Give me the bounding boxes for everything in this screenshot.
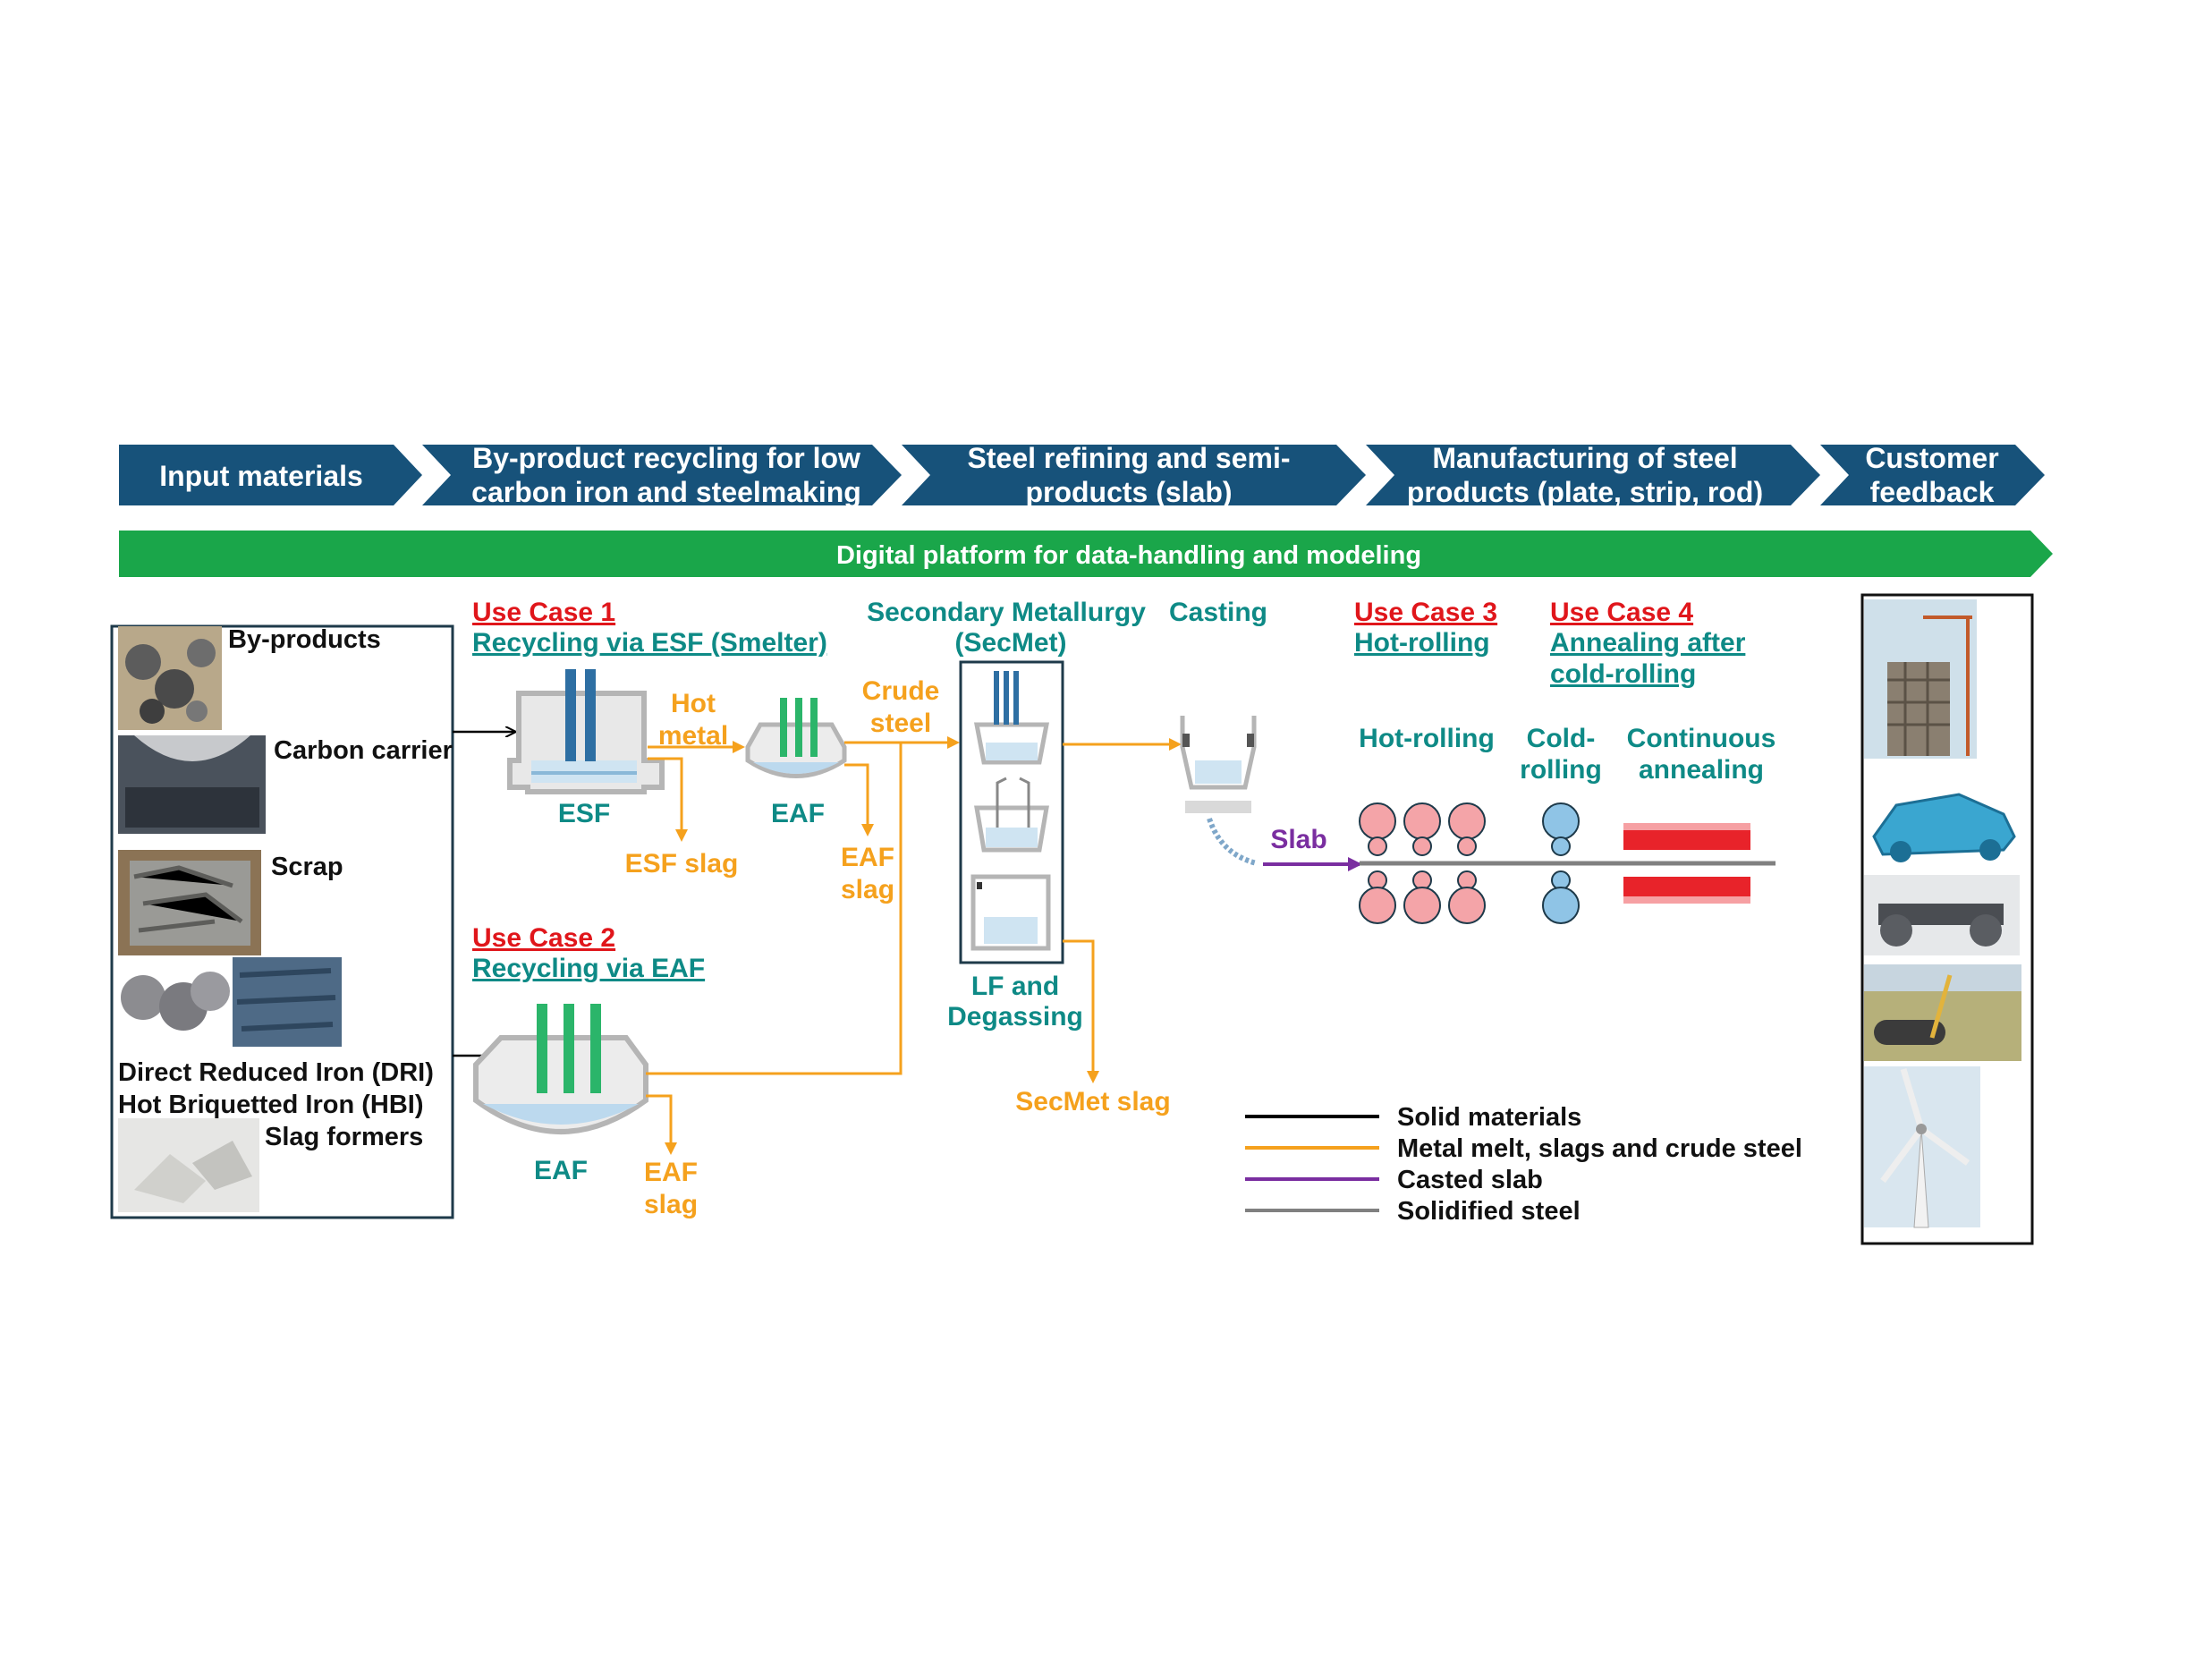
stage-chevron-manufacturing <box>1366 445 1820 505</box>
eaf2-slag-label-2: slag <box>644 1190 698 1219</box>
secmet-slag-label: SecMet slag <box>1015 1087 1170 1116</box>
annealing-furnace-icon <box>1623 823 1750 904</box>
eaf2-furnace-icon <box>473 1004 648 1134</box>
use-case-4-title-1: Annealing after <box>1550 628 1746 658</box>
slab-label: Slab <box>1270 825 1326 854</box>
use-case-1-tag: Use Case 1 <box>472 598 615 627</box>
legend-label-slab: Casted slab <box>1397 1166 1543 1194</box>
input-dri-label: Direct Reduced Iron (DRI) <box>118 1058 434 1087</box>
rail-bogie-photo <box>1864 875 2020 955</box>
cold-rolling-label-2: rolling <box>1520 755 1602 785</box>
ladle-lf-icon <box>970 874 1051 951</box>
input-carbon-carrier-label: Carbon carrier <box>274 736 453 765</box>
eaf-furnace-icon <box>745 698 847 778</box>
eaf-slag-arrow <box>844 763 874 836</box>
esf-slag-label: ESF slag <box>625 849 739 879</box>
continuous-annealing-label-2: annealing <box>1639 755 1764 785</box>
hot-metal-label-1: Hot <box>671 689 716 718</box>
eaf2-label: EAF <box>534 1156 588 1185</box>
stage-chevron-feedback <box>1820 445 2045 505</box>
esf-label: ESF <box>558 799 610 828</box>
cold-rolling-label-1: Cold- <box>1527 724 1596 753</box>
use-case-1-title: Recycling via ESF (Smelter) <box>472 628 827 658</box>
secmet-label-1: Secondary Metallurgy <box>867 598 1146 627</box>
stage-chevrons: Input materials By-product recycling for… <box>119 442 2045 508</box>
lf-label-1: LF and <box>971 972 1059 1001</box>
slag-formers-photo <box>118 1118 259 1212</box>
use-case-3-title: Hot-rolling <box>1354 628 1490 658</box>
byproducts-photo <box>118 626 222 730</box>
eaf-slag-label-2: slag <box>841 875 894 904</box>
input-materials-box <box>110 624 454 1219</box>
lf-label-2: Degassing <box>947 1002 1083 1032</box>
customer-feedback-box <box>1860 593 2034 1245</box>
stage-label-feedback-2: feedback <box>1870 476 1995 508</box>
stage-label-refining-2: products (slab) <box>1025 476 1232 508</box>
input-hbi-label: Hot Briquetted Iron (HBI) <box>118 1091 424 1119</box>
stage-label-manufacturing-2: products (plate, strip, rod) <box>1407 476 1763 508</box>
construction-photo <box>1864 599 1977 759</box>
use-case-4-tag: Use Case 4 <box>1550 598 1693 627</box>
hot-rolling-mill-icon <box>1359 802 1486 924</box>
legend-label-solidified: Solidified steel <box>1397 1197 1581 1226</box>
stage-chevron-input <box>119 445 422 505</box>
ladle-degassing-icon <box>974 777 1049 853</box>
input-slag-formers-label: Slag formers <box>265 1123 423 1151</box>
eaf-slag-label-1: EAF <box>841 843 894 872</box>
car-body-photo <box>1864 771 2021 865</box>
crude-steel-label-2: steel <box>870 709 931 738</box>
cold-rolling-mill-icon <box>1542 802 1580 924</box>
use-case-4-title-2: cold-rolling <box>1550 659 1696 689</box>
scrap-photo <box>118 850 261 955</box>
eaf-label: EAF <box>771 799 825 828</box>
digital-platform-label: Digital platform for data-handling and m… <box>836 541 1421 570</box>
continuous-annealing-label-1: Continuous <box>1627 724 1776 753</box>
stage-label-recycling-1: By-product recycling for low <box>472 442 860 474</box>
eaf2-slag-arrow <box>646 1094 677 1155</box>
stage-label-feedback-1: Customer <box>1865 442 1998 474</box>
stage-label-manufacturing-1: Manufacturing of steel <box>1432 442 1737 474</box>
legend: Solid materials Metal melt, slags and cr… <box>1245 1103 1802 1226</box>
dri-hbi-photo <box>121 957 342 1047</box>
stage-chevron-refining <box>902 445 1366 505</box>
esf-furnace-icon <box>507 669 665 794</box>
casting-label: Casting <box>1169 598 1267 627</box>
tundish-icon <box>1180 716 1258 866</box>
eaf2-slag-label-1: EAF <box>644 1158 698 1187</box>
pipeline-photo <box>1864 964 2021 1061</box>
secmet-slag-arrow <box>1063 939 1099 1083</box>
input-byproducts-label: By-products <box>228 625 381 654</box>
stage-label-input: Input materials <box>159 460 363 492</box>
use-case-3-tag: Use Case 3 <box>1354 598 1497 627</box>
hot-rolling-label: Hot-rolling <box>1359 724 1495 753</box>
legend-label-solid: Solid materials <box>1397 1103 1581 1132</box>
esf-slag-arrow <box>648 757 688 842</box>
secmet-label-2: (SecMet) <box>954 628 1066 658</box>
eaf2-crude-steel-line <box>646 743 903 1075</box>
carbon-carrier-photo <box>118 735 266 834</box>
stage-label-recycling-2: carbon iron and steelmaking <box>471 476 861 508</box>
stage-chevron-recycling <box>422 445 902 505</box>
secmet-box <box>959 660 1064 964</box>
ladle-electrodes-icon <box>973 671 1050 765</box>
hot-metal-label-2: metal <box>658 721 728 751</box>
crude-steel-label-1: Crude <box>862 676 940 706</box>
legend-label-melt: Metal melt, slags and crude steel <box>1397 1134 1802 1163</box>
use-case-2-tag: Use Case 2 <box>472 923 615 953</box>
wind-turbine-photo <box>1864 1066 1980 1228</box>
digital-platform-bar <box>119 531 2053 577</box>
use-case-2-title: Recycling via EAF <box>472 954 705 983</box>
stage-label-refining-1: Steel refining and semi- <box>968 442 1291 474</box>
input-scrap-label: Scrap <box>271 853 343 881</box>
